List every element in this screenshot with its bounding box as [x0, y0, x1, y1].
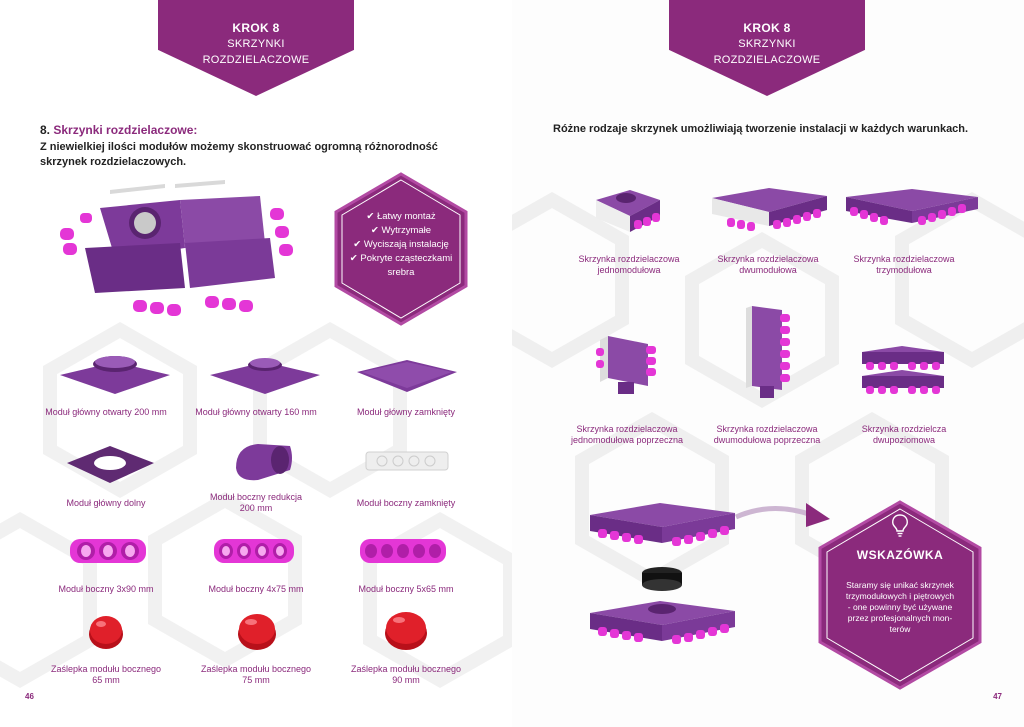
- benefit-item: ✔ Łatwy montaż: [366, 211, 436, 222]
- tip-line: terów: [889, 624, 911, 634]
- benefits-list: ✔ Łatwy montaż ✔ Wytrzymałe ✔ Wyciszają …: [334, 210, 468, 280]
- module-side-5x65-image: [360, 539, 446, 563]
- benefit-item: ✔ Wyciszają instalację: [353, 239, 449, 250]
- left-page: KROK 8 SKRZYNKI ROZDZIELACZOWE 8. Skrzyn…: [0, 0, 512, 701]
- box-double-module-image: [712, 188, 827, 231]
- module-caption: Moduł boczny 5x65 mm: [336, 584, 476, 595]
- module-side-4x75-image: [214, 539, 294, 563]
- box-caption: Skrzynka rozdzielaczowa trzymodułowa: [839, 254, 969, 276]
- module-caption: Moduł główny zamknięty: [336, 407, 476, 418]
- page-number: 46: [25, 692, 34, 701]
- box-caption: Skrzynka rozdzielaczowa jednomodułowa po…: [562, 424, 692, 446]
- tip-title: WSKAZÓWKA: [856, 548, 944, 562]
- caption-line: jednomodułowa: [597, 265, 661, 275]
- caption-line: Skrzynka rozdzielaczowa: [716, 424, 818, 434]
- caption-line: 75 mm: [242, 675, 270, 685]
- arrow-icon: [734, 503, 830, 527]
- module-caption: Moduł główny otwarty 200 mm: [36, 407, 176, 418]
- module-caption: Moduł boczny zamknięty: [336, 498, 476, 509]
- intro-text: Różne rodzaje skrzynek umożliwiają tworz…: [553, 123, 969, 135]
- caption-line: Moduł główny zamknięty: [356, 407, 456, 417]
- module-caption: Moduł główny dolny: [36, 498, 176, 509]
- caption-line: Moduł główny otwarty 160 mm: [195, 407, 317, 417]
- box-single-transverse-image: [596, 336, 656, 394]
- caption-line: trzymodułowa: [876, 265, 932, 275]
- module-side-3x90-image: [70, 539, 146, 563]
- tip-text: Staramy się unikać skrzynek trzymodułowy…: [842, 580, 958, 635]
- module-caption: Moduł boczny 3x90 mm: [36, 584, 176, 595]
- banner-line2: ROZDZIELACZOWE: [202, 54, 310, 66]
- caption-line: Skrzynka rozdzielaczowa: [576, 424, 678, 434]
- module-caption: Zaślepka modułu bocznego 90 mm: [336, 664, 476, 686]
- caption-line: 65 mm: [92, 675, 120, 685]
- section-number: 8.: [40, 123, 51, 137]
- module-side-closed-image: [365, 451, 449, 471]
- box-caption: Skrzynka rozdzielaczowa jednomodułowa: [564, 254, 694, 276]
- caption-line: Zaślepka modułu bocznego: [350, 664, 462, 674]
- tip-line: trzymodułowych i piętrowych: [845, 591, 955, 601]
- caption-line: 200 mm: [239, 503, 273, 513]
- benefits-hexagon: [334, 172, 468, 326]
- tip-hexagon: [818, 500, 982, 690]
- caption-line: Moduł boczny zamknięty: [356, 498, 456, 508]
- caption-line: Moduł boczny 4x75 mm: [208, 584, 304, 594]
- banner-line1: SKRZYNKI: [227, 38, 285, 50]
- banner-line1: SKRZYNKI: [738, 38, 796, 50]
- caption-line: Skrzynka rozdzielaczowa: [578, 254, 680, 264]
- banner-step: KROK 8: [743, 21, 791, 35]
- page-number: 47: [993, 692, 1002, 701]
- banner-step: KROK 8: [232, 21, 280, 35]
- section-heading: Skrzynki rozdzielaczowe:: [53, 123, 198, 137]
- caption-line: Moduł główny otwarty 200 mm: [45, 407, 167, 417]
- module-caption: Moduł boczny 4x75 mm: [186, 584, 326, 595]
- module-main-open-160-image: [210, 358, 320, 394]
- module-main-open-200-image: [60, 356, 170, 394]
- caption-line: Skrzynka rozdzielcza: [861, 424, 947, 434]
- box-triple-module-image: [846, 189, 978, 225]
- tip-line: - one powinny być używane: [847, 602, 953, 612]
- module-main-bottom-image: [67, 446, 154, 483]
- module-caption: Zaślepka modułu bocznego 75 mm: [186, 664, 326, 686]
- exploded-box-illustration: [60, 180, 293, 316]
- module-side-reduction-image: [236, 444, 292, 481]
- module-caption: Moduł boczny redukcja 200 mm: [186, 492, 326, 514]
- caption-line: Moduł boczny 5x65 mm: [358, 584, 454, 594]
- box-caption: Skrzynka rozdzielcza dwupoziomowa: [839, 424, 969, 446]
- end-cap-75-image: [238, 614, 276, 650]
- box-two-level-image: [862, 346, 944, 394]
- caption-line: dwumodułowa: [739, 265, 797, 275]
- module-caption: Moduł główny otwarty 160 mm: [186, 407, 326, 418]
- caption-line: Moduł boczny redukcja: [209, 492, 303, 502]
- box-caption: Skrzynka rozdzielaczowa dwumodułowa: [703, 254, 833, 276]
- module-main-closed-image: [357, 360, 457, 392]
- tip-line: przez profesjonalnych mon-: [847, 613, 953, 623]
- caption-line: Moduł boczny 3x90 mm: [58, 584, 154, 594]
- tip-line: Staramy się unikać skrzynek: [846, 580, 954, 590]
- caption-line: jednomodułowa poprzeczna: [570, 435, 684, 445]
- intro-text: Z niewielkiej ilości modułów możemy skon…: [40, 141, 438, 168]
- caption-line: Zaślepka modułu bocznego: [200, 664, 312, 674]
- caption-line: Skrzynka rozdzielaczowa: [853, 254, 955, 264]
- end-cap-65-image: [89, 616, 123, 649]
- caption-line: dwupoziomowa: [872, 435, 936, 445]
- exploded-two-level-box-image: [590, 503, 735, 644]
- right-page: KROK 8 SKRZYNKI ROZDZIELACZOWE Różne rod…: [512, 0, 1024, 727]
- box-double-transverse-image: [746, 306, 790, 398]
- section-title: 8. Skrzynki rozdzielaczowe:: [40, 123, 197, 137]
- module-caption: Zaślepka modułu bocznego 65 mm: [36, 664, 176, 686]
- caption-line: Zaślepka modułu bocznego: [50, 664, 162, 674]
- benefit-item: ✔ Wytrzymałe: [370, 225, 432, 236]
- caption-line: Skrzynka rozdzielaczowa: [717, 254, 819, 264]
- banner-line2: ROZDZIELACZOWE: [713, 54, 821, 66]
- caption-line: dwumodułowa poprzeczna: [713, 435, 821, 445]
- caption-line: Moduł główny dolny: [66, 498, 146, 508]
- lightbulb-icon: [892, 514, 908, 537]
- benefit-item: ✔ Pokryte cząsteczkami: [349, 253, 453, 264]
- benefit-item: srebra: [387, 267, 415, 278]
- box-caption: Skrzynka rozdzielaczowa dwumodułowa popr…: [702, 424, 832, 446]
- end-cap-90-image: [385, 612, 427, 650]
- box-single-module-image: [596, 190, 660, 232]
- caption-line: 90 mm: [392, 675, 420, 685]
